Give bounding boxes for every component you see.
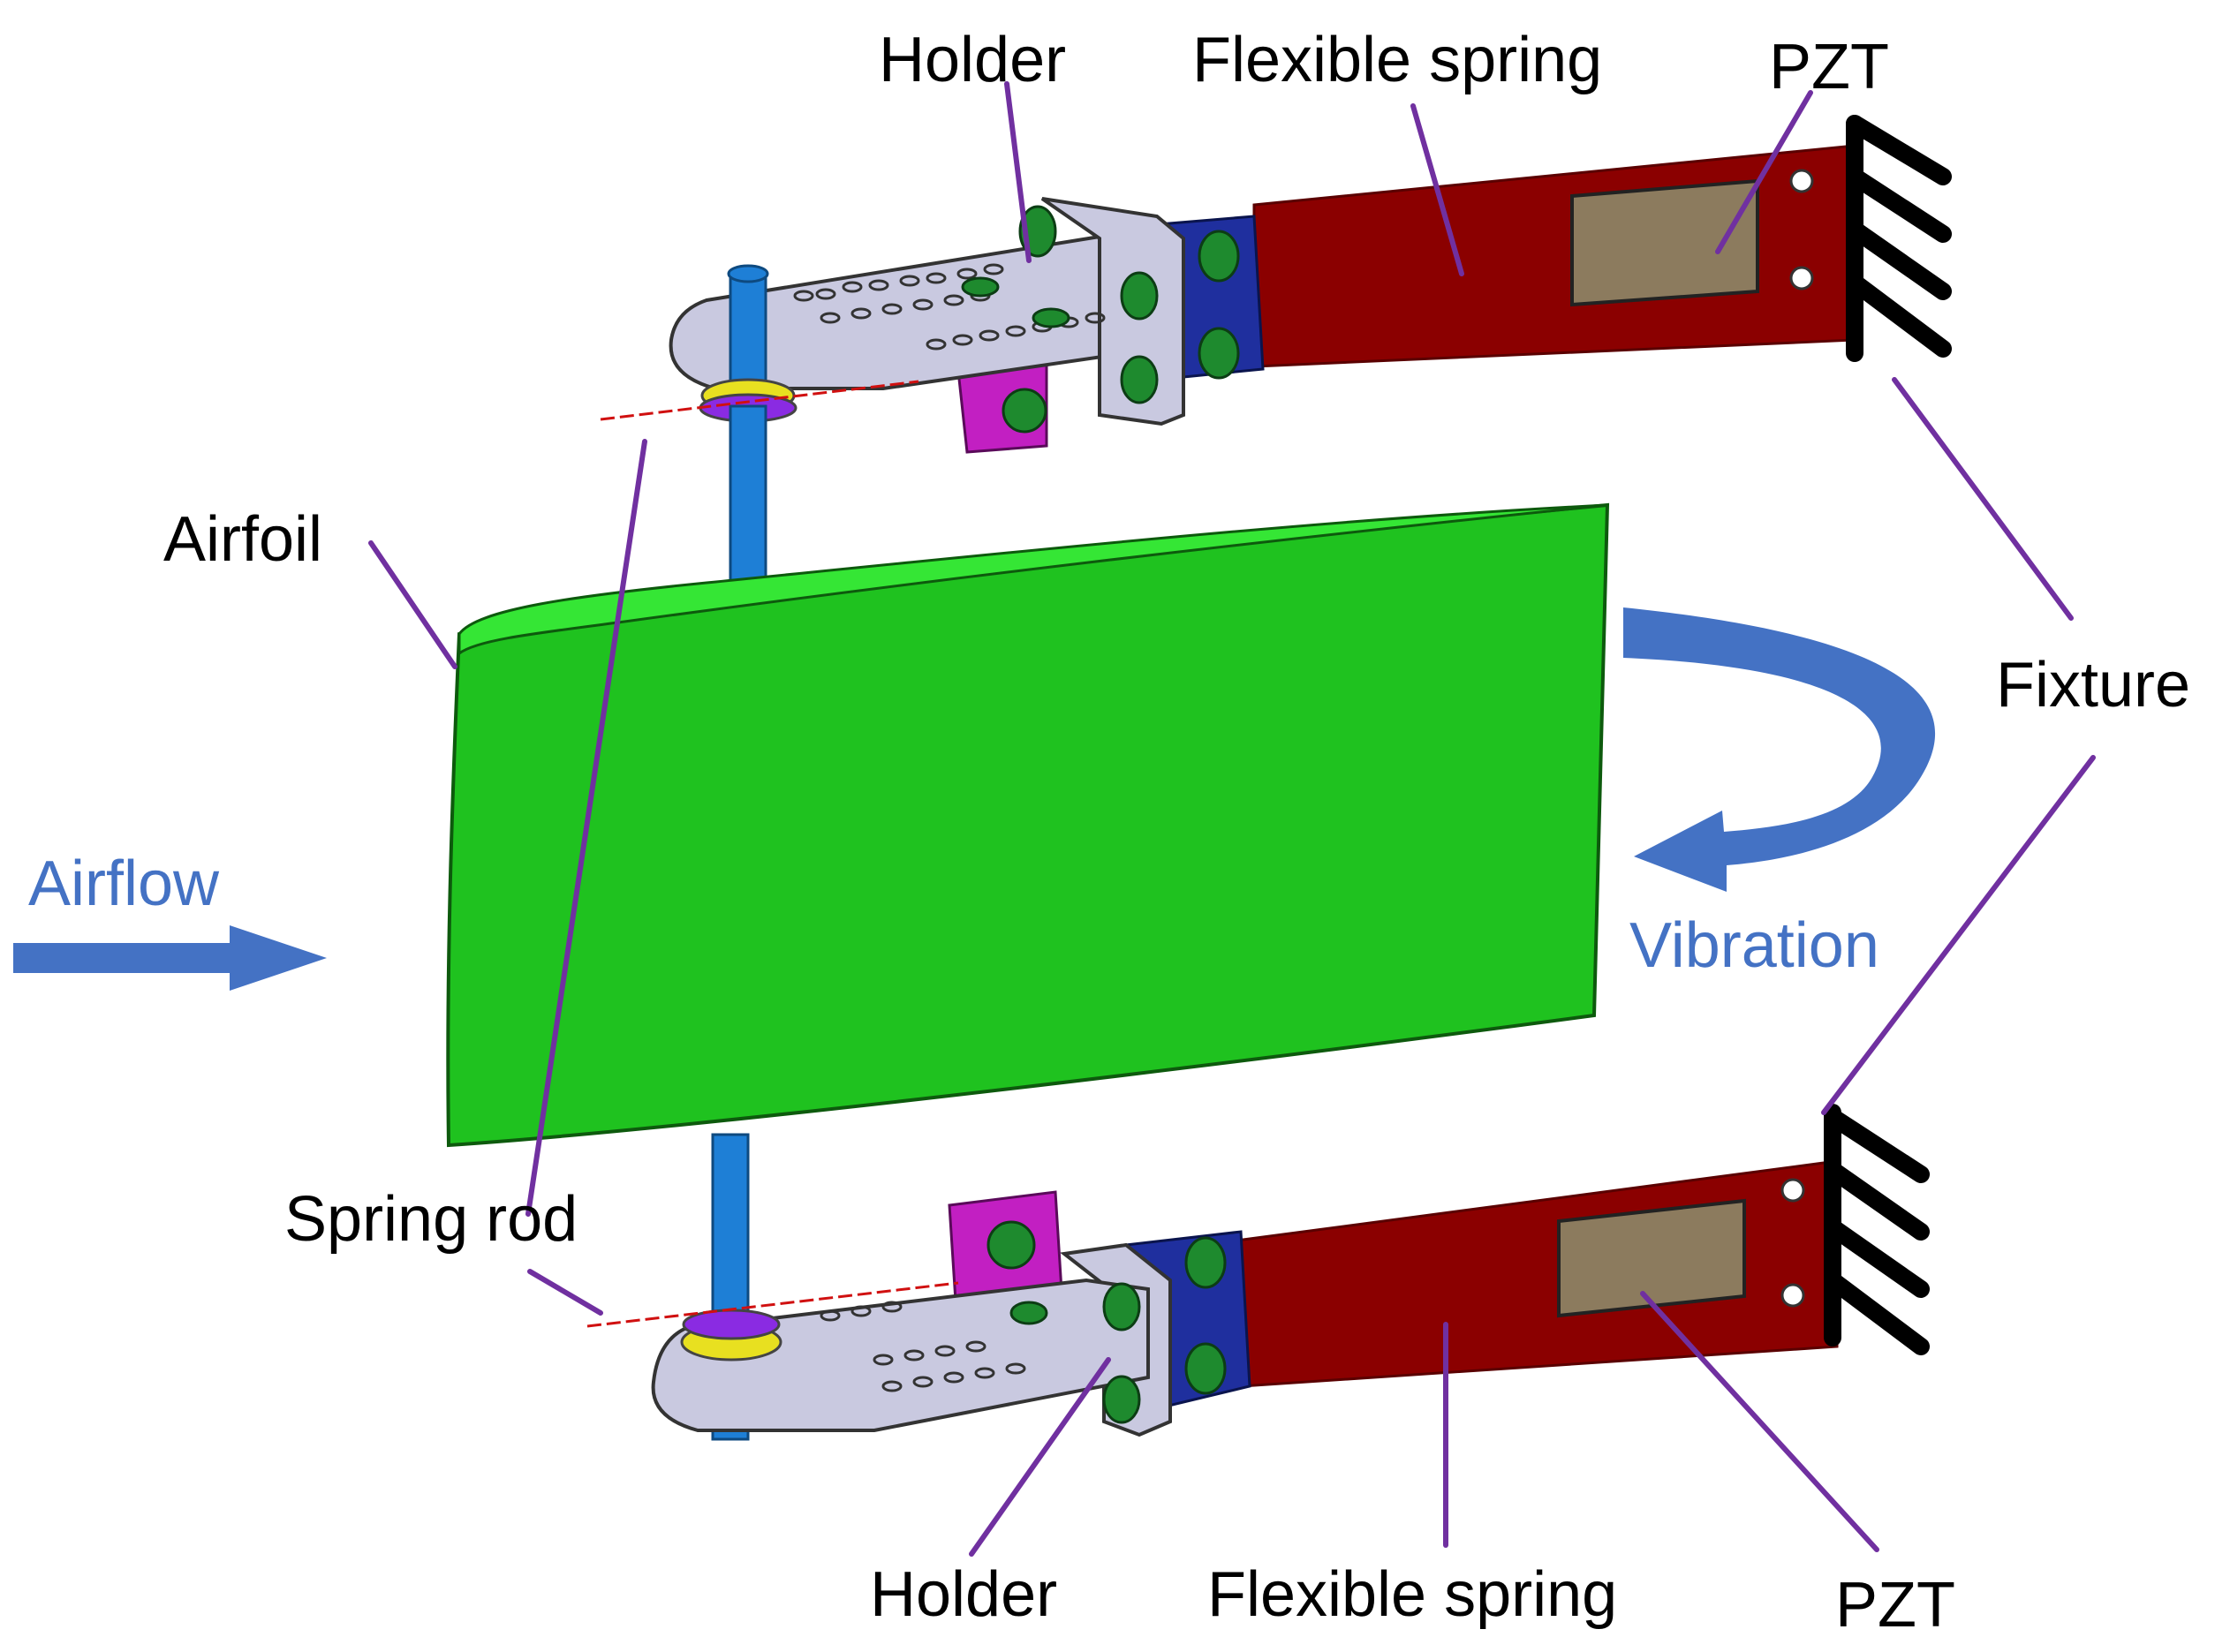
spring-rod-axis-bottom [586,1281,959,1328]
label-fixture: Fixture [1996,650,2191,720]
spring-hole-top-1 [1789,169,1814,193]
label-holder-top: Holder [879,25,1067,95]
bolt-bracket-bottom [986,1220,1036,1270]
vibration-arrow [1623,607,1936,892]
spring-hole-top-2 [1789,266,1814,290]
holder-holes-bottom [820,1301,1026,1392]
label-flexible-spring-top: Flexible spring [1192,25,1603,95]
pzt-patch-bottom [1557,1198,1746,1318]
flexible-spring-top [1252,144,1856,368]
bolts-bottom [1009,1236,1227,1424]
label-vibration: Vibration [1629,910,1879,981]
label-pzt-top: PZT [1769,32,1889,102]
spring-hole-bottom-2 [1780,1283,1805,1308]
holder-holes-top [793,263,1106,351]
label-flexible-spring-bottom: Flexible spring [1207,1559,1618,1630]
fixture-bottom [1824,1104,1930,1355]
label-airflow: Airflow [28,849,220,919]
spring-hole-bottom-1 [1780,1178,1805,1203]
label-holder-bottom: Holder [870,1559,1058,1630]
spring-rod-axis-top [600,380,919,421]
flexible-spring-bottom [1235,1159,1839,1388]
label-spring-rod: Spring rod [284,1184,578,1255]
leader-lines [368,81,2096,1557]
label-pzt-bottom: PZT [1835,1570,1955,1641]
bolt-bracket-top [1002,388,1047,434]
label-airfoil: Airfoil [163,504,323,575]
rod-top-cap [727,264,769,283]
fixture-top [1846,115,1952,362]
airflow-arrow [13,925,327,991]
pzt-patch-top [1570,178,1759,307]
